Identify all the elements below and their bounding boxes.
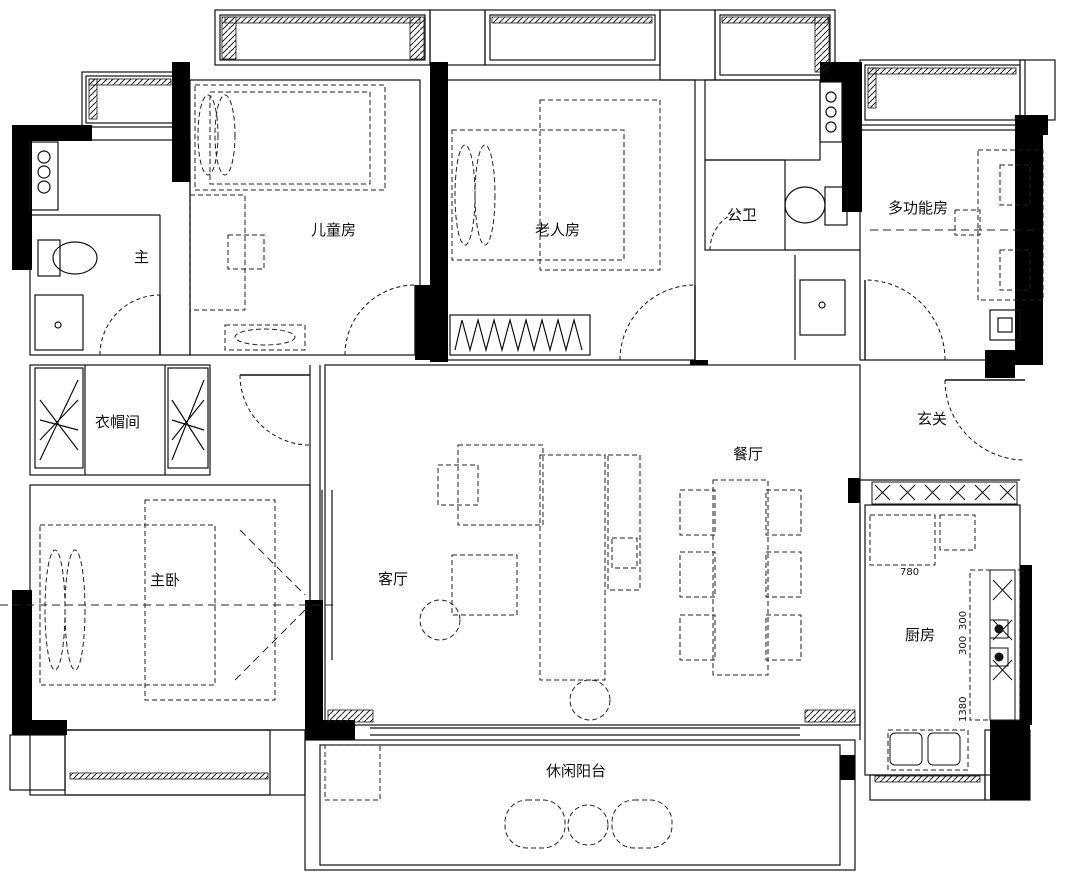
room-label-kitchen: 厨房 bbox=[905, 626, 936, 644]
kitchen-counter bbox=[871, 481, 1018, 766]
room-label-elder: 老人房 bbox=[535, 221, 581, 239]
thin-walls bbox=[9, 9, 1056, 871]
room-label-dining: 餐厅 bbox=[733, 445, 764, 463]
beds bbox=[39, 84, 661, 701]
structural-walls bbox=[12, 62, 1048, 800]
room-label-living: 客厅 bbox=[378, 570, 409, 588]
reference-lines bbox=[0, 229, 1040, 681]
room-label-children: 儿童房 bbox=[311, 221, 357, 239]
room-label-multi: 多功能房 bbox=[888, 199, 949, 217]
room-label-public-bath: 公卫 bbox=[727, 206, 758, 224]
balcony-glass bbox=[321, 490, 800, 736]
dim-cook-a: 300 bbox=[958, 610, 969, 630]
bath-fixtures bbox=[29, 81, 1021, 351]
room-label-master-bath: 主 bbox=[134, 248, 150, 266]
dim-cook-b: 300 bbox=[958, 635, 969, 655]
room-label-balcony: 休闲阳台 bbox=[546, 762, 607, 780]
door-leaves bbox=[159, 280, 1025, 381]
dim-counter-width: 780 bbox=[900, 567, 920, 578]
dim-sink-run: 1380 bbox=[958, 696, 969, 722]
room-label-closet: 衣帽间 bbox=[95, 413, 141, 431]
window-hatching bbox=[69, 16, 1017, 783]
room-label-master: 主卧 bbox=[150, 571, 181, 589]
doors bbox=[99, 209, 1026, 461]
wardrobes bbox=[34, 314, 591, 469]
furniture bbox=[189, 149, 1044, 849]
room-label-foyer: 玄关 bbox=[917, 410, 948, 428]
